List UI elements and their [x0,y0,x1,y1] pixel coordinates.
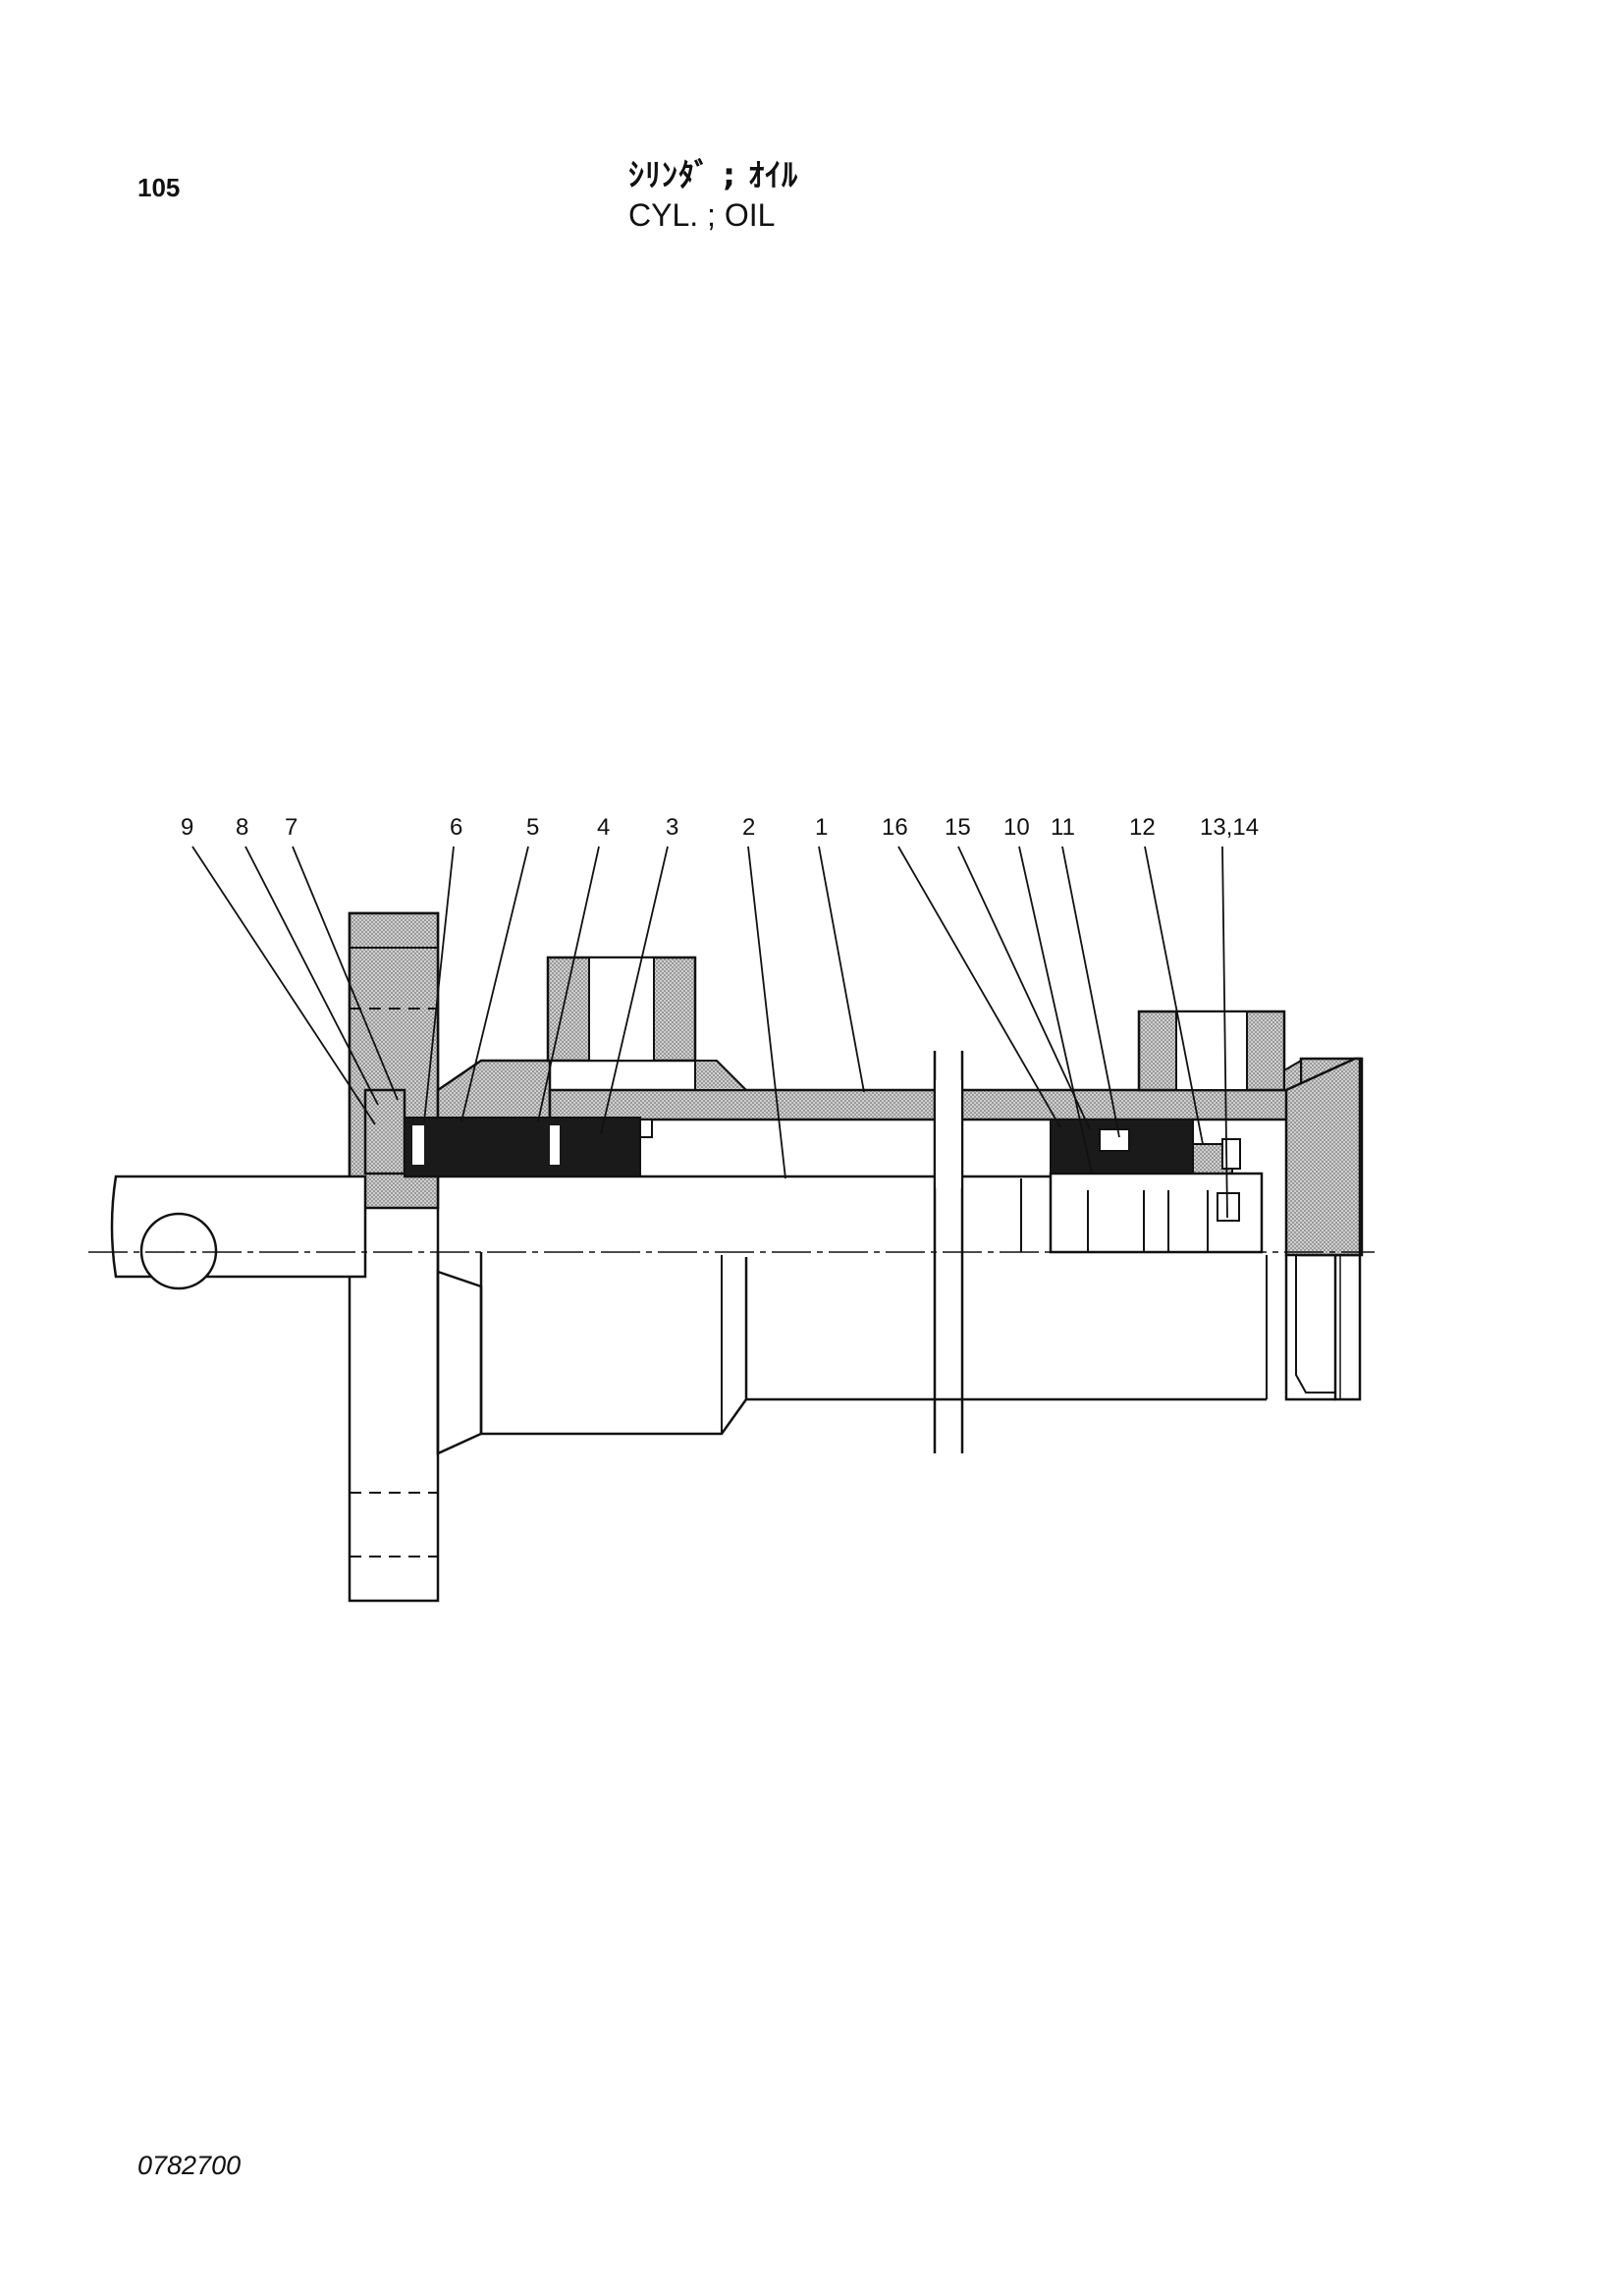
title-block: ｼﾘﾝﾀﾞ ; ｵｲﾙ CYL. ; OIL [628,155,798,236]
page-number: 105 [137,173,181,202]
callout-10: 10 [1003,814,1030,841]
callout-12: 12 [1129,814,1156,841]
callout-9: 9 [181,814,193,841]
callout-16: 16 [882,814,908,841]
callout-6: 6 [450,814,462,841]
callout-2: 2 [742,814,755,841]
callout-labels: 9 8 7 6 5 4 3 2 1 16 15 10 11 12 13,14 [181,814,1259,841]
callout-1: 1 [815,814,828,841]
title-japanese: ｼﾘﾝﾀﾞ ; ｵｲﾙ [628,156,799,193]
port-boss-right [1137,1010,1302,1092]
document-number: 0782700 [137,2151,242,2180]
callout-3: 3 [666,814,678,841]
end-cap [1284,1057,1362,1257]
callout-11: 11 [1051,814,1075,841]
callout-15: 15 [945,814,971,841]
cylinder-body-outline [436,1252,1362,1453]
callout-7: 7 [285,814,298,841]
piston-rod [110,1175,1051,1290]
callout-8: 8 [236,814,248,841]
leader-lines [191,846,1228,1219]
callout-13-14: 13,14 [1200,814,1259,841]
break-lines [933,1051,964,1453]
callout-5: 5 [526,814,539,841]
port-boss-left [546,956,749,1091]
callout-4: 4 [597,814,610,841]
piston-body [1049,1172,1264,1254]
title-english: CYL. ; OIL [628,197,776,233]
gland-seal-pack [363,1088,653,1177]
